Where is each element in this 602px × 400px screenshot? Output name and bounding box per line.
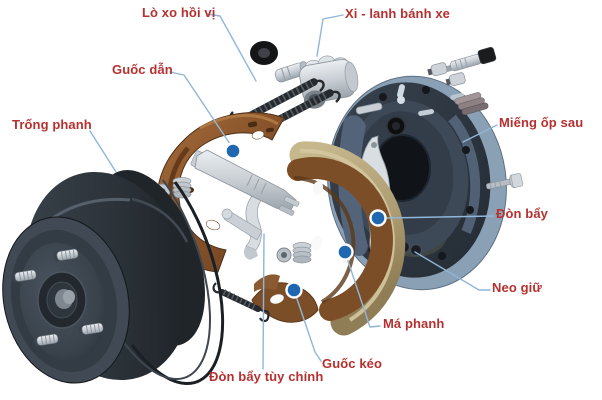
- wheel-cylinder: [250, 41, 359, 109]
- label-xi-lanh-banh-xe: Xi - lanh bánh xe: [345, 6, 450, 21]
- valve-stem: [444, 46, 497, 72]
- trailing-shoe: [251, 141, 406, 336]
- mounting-bolt: [486, 173, 524, 190]
- label-neo-giu: Neo giữ: [492, 280, 542, 295]
- leader-line: [295, 295, 322, 362]
- leader-line: [386, 215, 495, 219]
- label-don-bay-tuy-chinh: Đòn bẩy tùy chỉnh: [209, 369, 324, 384]
- wheel-studs: [11, 248, 104, 347]
- brake-drum: [2, 170, 225, 386]
- label-lo-xo-hoi-vi: Lò xo hồi vị: [142, 5, 216, 20]
- spring-clip-pad: [454, 92, 489, 115]
- adjuster-strut: [190, 149, 300, 216]
- leader-line: [414, 251, 491, 291]
- marker-dot: [285, 281, 303, 299]
- lug-nut-small-1: [427, 62, 448, 77]
- leader-line: [462, 124, 498, 143]
- hold-down-spring: [292, 242, 312, 264]
- marker-dot: [336, 243, 354, 261]
- leader-line: [169, 71, 231, 145]
- label-guoc-dan: Guốc dẫn: [112, 62, 173, 77]
- marker-dot: [369, 209, 387, 227]
- label-mieng-op-sau: Miếng ốp sau: [499, 115, 584, 130]
- label-trong-phanh: Trống phanh: [12, 117, 92, 132]
- leader-line: [262, 233, 265, 370]
- hold-down-parts: [276, 242, 312, 264]
- leader-line: [346, 257, 381, 328]
- lug-nut-small-2: [445, 72, 466, 87]
- leader-line: [206, 13, 257, 82]
- adjusting-lever: [221, 195, 263, 260]
- leader-line: [89, 130, 117, 173]
- pivot-pin: [355, 102, 383, 115]
- marker-dot: [224, 142, 242, 160]
- label-ma-phanh: Má phanh: [383, 316, 445, 331]
- label-guoc-keo: Guốc kéo: [322, 356, 383, 371]
- leader-line: [316, 14, 344, 57]
- label-don-bay: Đòn bẩy: [496, 206, 548, 221]
